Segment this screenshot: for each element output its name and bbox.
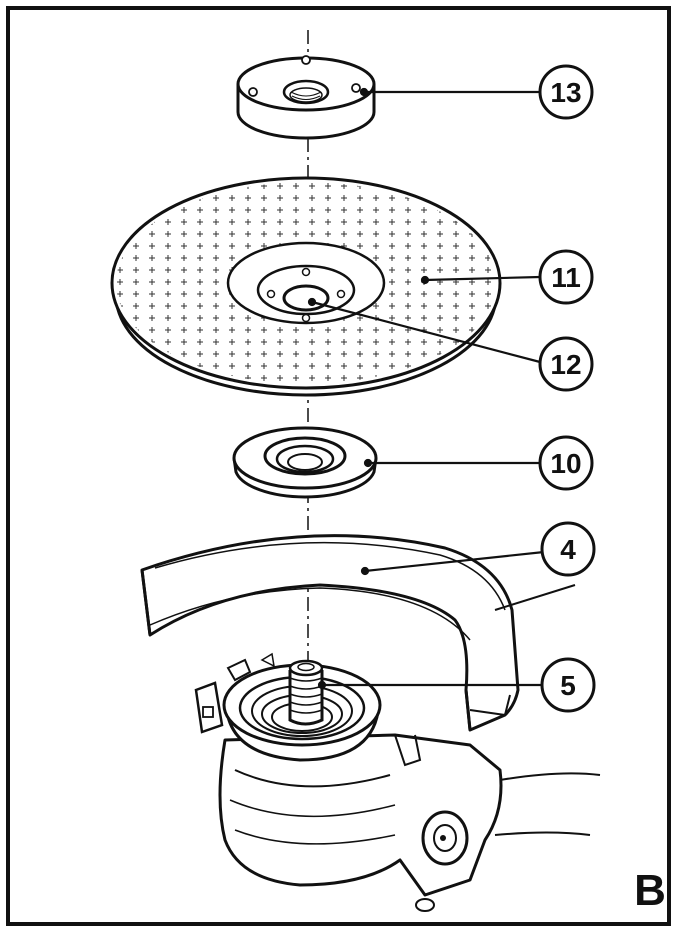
- inner-flange: [232, 426, 378, 499]
- callout-11-label: 11: [551, 262, 581, 293]
- callout-4: 4: [540, 521, 596, 577]
- callout-11: 11: [538, 249, 594, 305]
- leader-12: [311, 300, 541, 364]
- callout-5: 5: [540, 657, 596, 713]
- callout-13: 13: [538, 64, 594, 120]
- outer-flange-nut: [236, 55, 376, 140]
- figure-label: B: [634, 866, 666, 915]
- callout-13-label: 13: [550, 77, 581, 108]
- callout-12-label: 12: [550, 349, 581, 380]
- grinding-disc: [110, 176, 502, 397]
- leader-4: [364, 550, 545, 573]
- callout-4-label: 4: [560, 534, 576, 565]
- spindle: [288, 659, 324, 726]
- gear-head: [194, 652, 601, 912]
- leader-lines: [307, 87, 545, 690]
- callout-5-label: 5: [560, 670, 576, 701]
- callout-10: 10: [538, 435, 594, 491]
- callout-12: 12: [538, 336, 594, 392]
- leader-11: [424, 275, 541, 282]
- callout-10-label: 10: [550, 448, 581, 479]
- wheel-guard: [140, 534, 576, 732]
